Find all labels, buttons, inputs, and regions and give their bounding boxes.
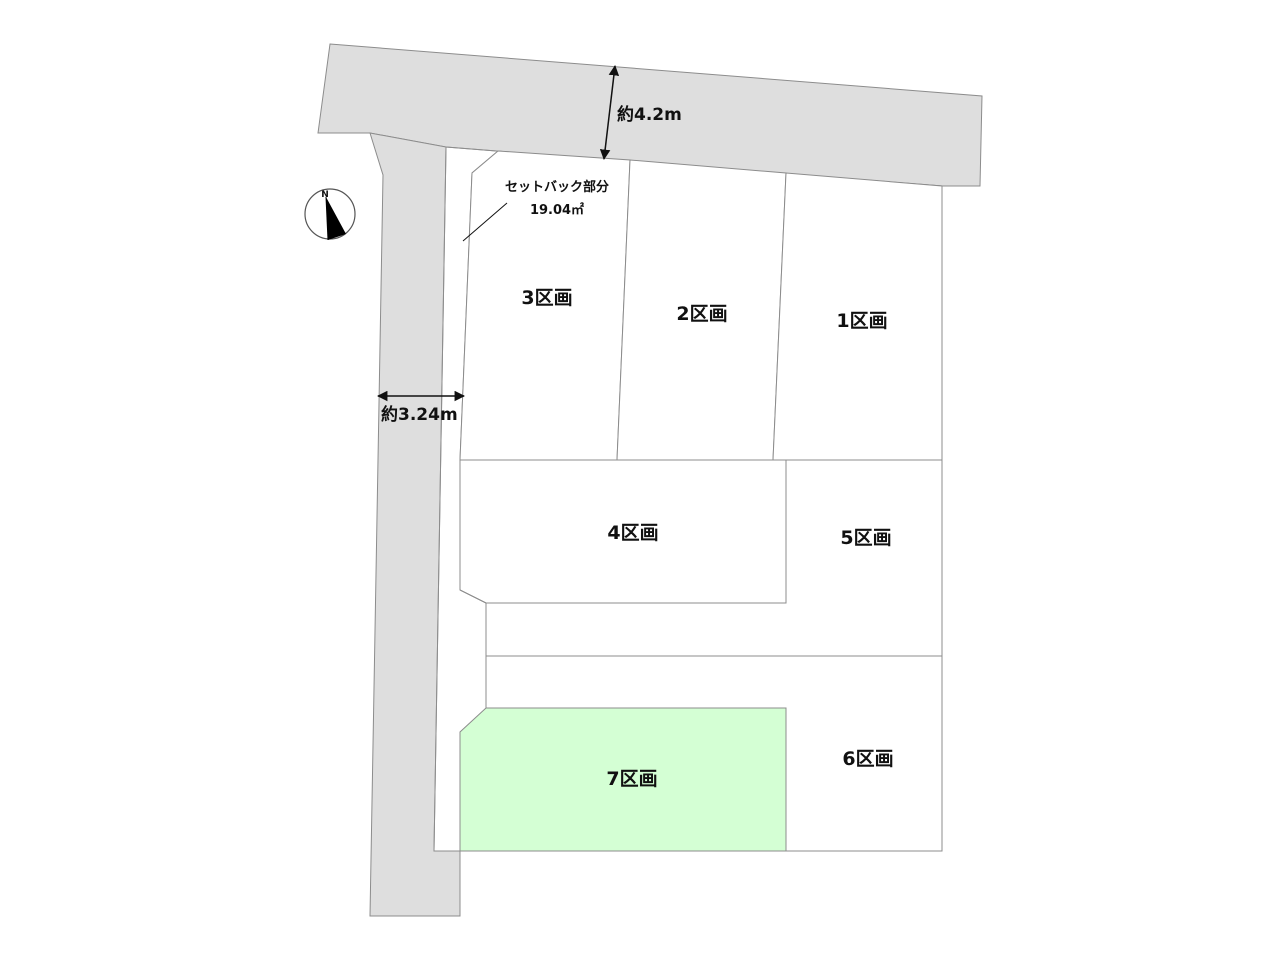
west-road-width-label: 約3.24m [381,404,458,425]
setback-leader-line [462,202,508,242]
lot-2-label: 2区画 [676,303,727,325]
lot-7-label: 7区画 [606,768,657,790]
compass-needle-icon [326,197,346,240]
lot-4-label: 4区画 [607,522,658,544]
lot-1-label: 1区画 [836,310,887,332]
setback-title: セットバック部分 [505,179,609,195]
lot-7-area[interactable] [459,707,787,852]
setback-area: 19.04㎡ [530,202,584,218]
north-road-width-label: 約4.2m [617,104,682,125]
west-road [369,132,461,917]
compass-north-letter: N [321,190,329,200]
compass-needle-edge [325,196,329,241]
lot-6-label: 6区画 [842,748,893,770]
north-compass: N [304,188,356,241]
north-road-dimension-arrow [599,64,620,161]
lot-3-label: 3区画 [521,287,572,309]
lot-5-label: 5区画 [840,527,891,549]
west-strip-line [459,589,487,604]
